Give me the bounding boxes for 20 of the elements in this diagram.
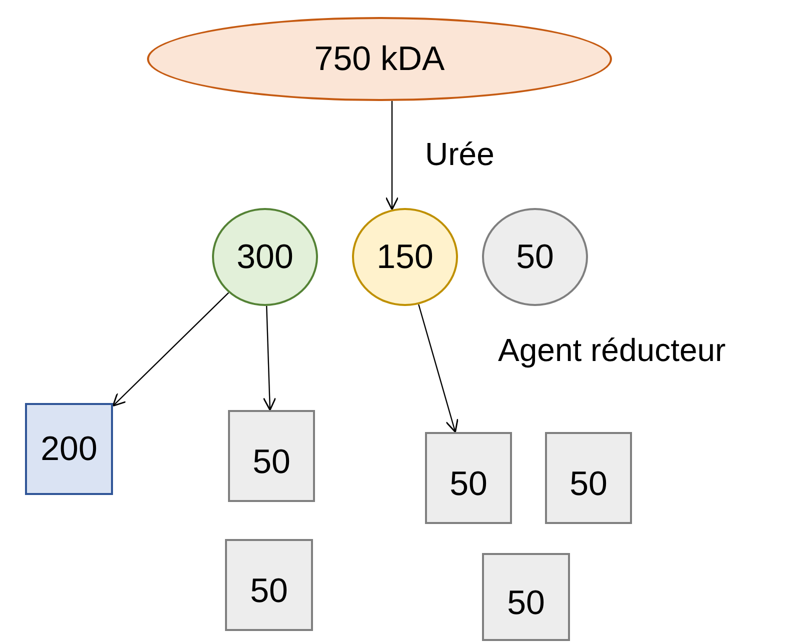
node-label: 50 [252, 442, 290, 482]
node-label: 150 [376, 238, 434, 276]
node-label: 50 [450, 464, 488, 504]
node-label: 50 [507, 582, 545, 622]
node-label: 200 [40, 430, 98, 468]
node-label: 50 [516, 238, 554, 276]
node-label: 50 [570, 464, 608, 504]
arrow [112, 292, 230, 407]
node-label: 750 kDA [314, 40, 445, 78]
square-node [482, 553, 570, 641]
square-node [225, 539, 313, 631]
square-node [25, 403, 113, 495]
arrow [418, 304, 458, 433]
square-node [425, 432, 512, 524]
node-label: 300 [236, 238, 294, 276]
arrow [385, 100, 399, 210]
square-node [228, 410, 315, 502]
arrow [262, 306, 276, 411]
square-node [545, 432, 632, 524]
node-label: 50 [250, 570, 288, 610]
